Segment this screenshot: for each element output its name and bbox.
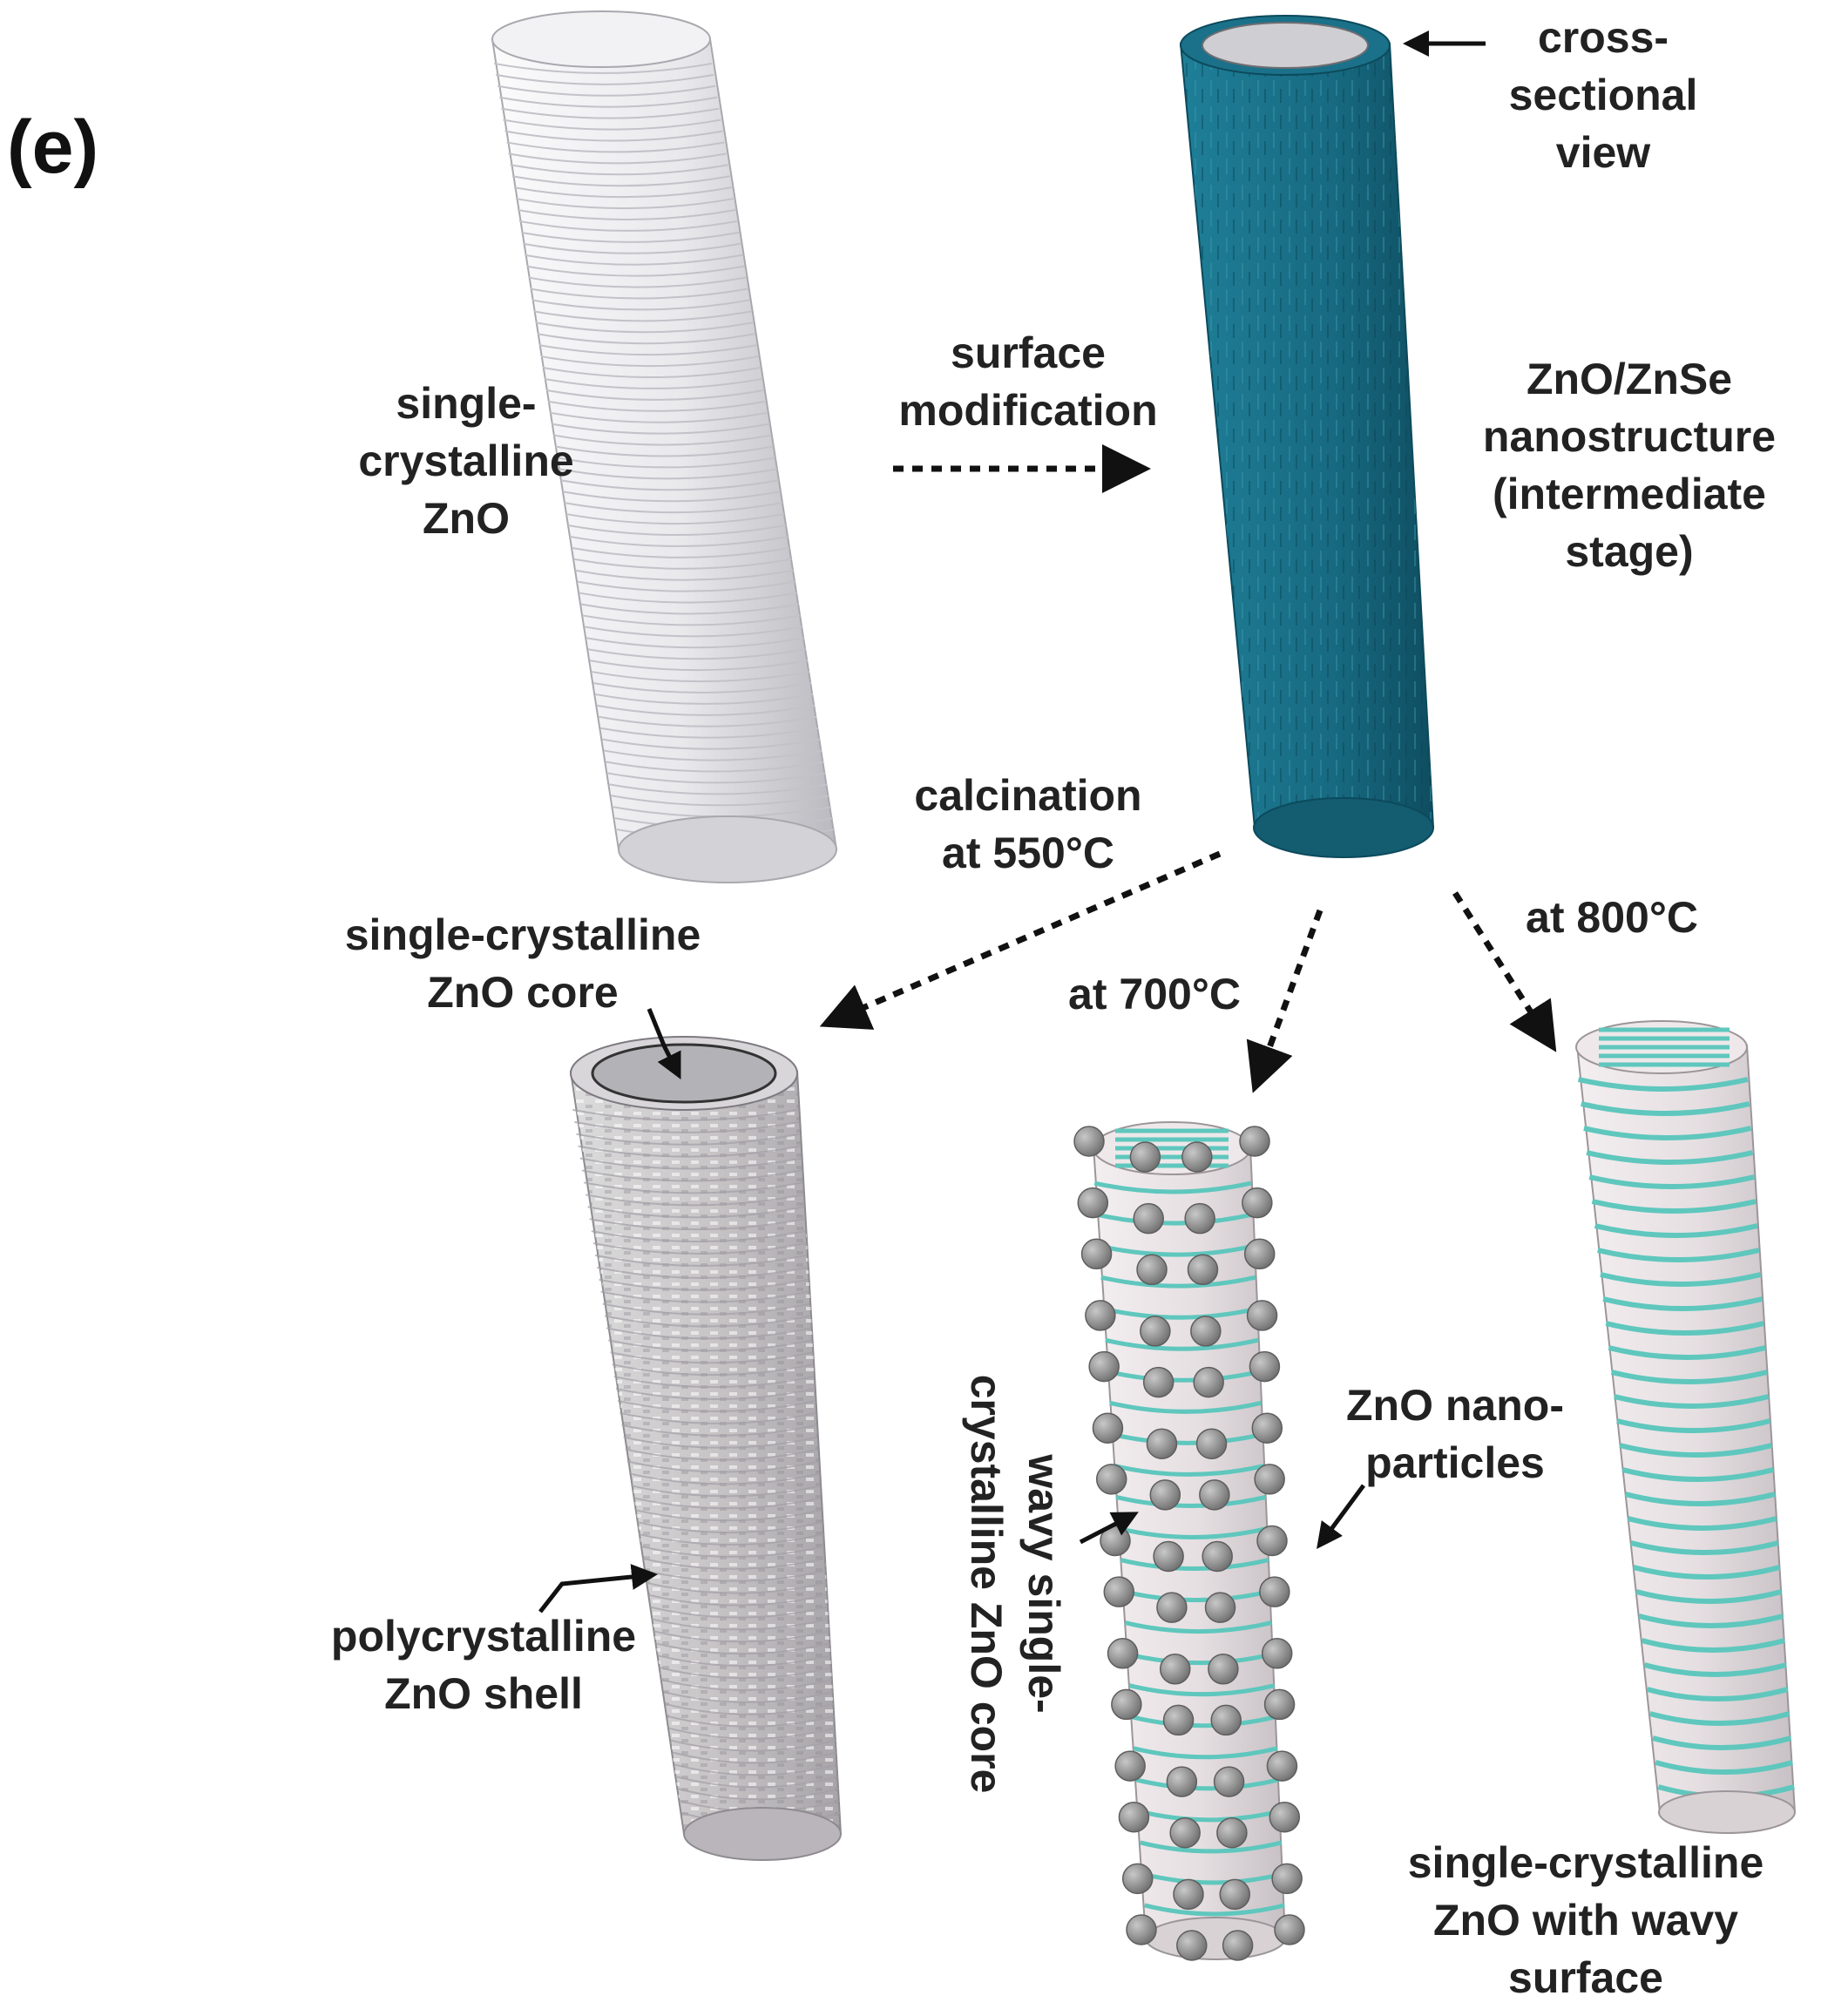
calcination-800-arrow <box>1452 891 1557 1052</box>
core-pointer-arrow <box>646 1008 681 1079</box>
nanoparticle-rod <box>1073 1121 1305 1961</box>
nanoparticles-pointer-arrow <box>1317 1484 1366 1550</box>
panel-label: (e) <box>7 105 99 189</box>
calcination-700-arrow <box>1246 909 1323 1093</box>
label-at-800: at 800°C <box>1526 893 1698 942</box>
wavy-surface-rod <box>1575 1020 1797 1834</box>
label-cross-sectional-view: cross- sectional view <box>1508 13 1698 177</box>
label-single-crystalline-wavy-surface: single-crystalline ZnO with wavy surface <box>1407 1838 1764 2002</box>
label-at-700: at 700°C <box>1068 970 1241 1018</box>
cross-section-face <box>1202 22 1369 69</box>
label-single-crystalline-zno: single- crystalline ZnO <box>358 379 574 543</box>
label-polycrystalline-shell: polycrystalline ZnO shell <box>330 1612 637 1718</box>
label-single-crystalline-core: single-crystalline ZnO core <box>344 910 701 1017</box>
zno-rod <box>491 10 838 883</box>
label-calcination: calcination at 550°C <box>914 771 1142 877</box>
core-shell-rod <box>569 1036 843 1861</box>
zno-core-face <box>591 1043 777 1104</box>
label-wavy-core: wavy single- crystalline ZnO core <box>962 1374 1068 1794</box>
znse-coated-rod <box>1179 15 1435 858</box>
label-surface-modification: surface modification <box>898 328 1158 435</box>
shell-pointer-arrow <box>538 1564 658 1613</box>
wavy-core-pointer-arrow <box>1079 1512 1139 1545</box>
calcination-550-arrow <box>819 850 1222 1030</box>
label-zno-nanoparticles: ZnO nano- particles <box>1346 1381 1564 1487</box>
label-zno-znse-nanostructure: ZnO/ZnSe nanostructure (intermediate sta… <box>1482 355 1777 576</box>
